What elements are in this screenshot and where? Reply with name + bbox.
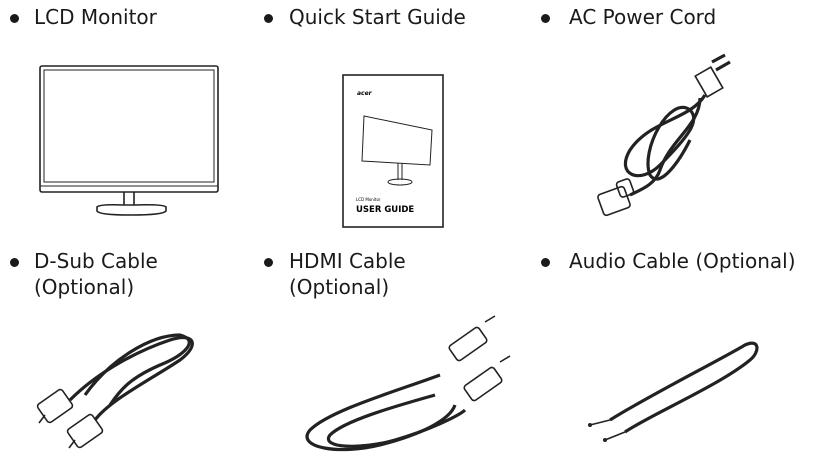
bullet-icon bbox=[10, 14, 19, 23]
guide-subtitle: LCD Monitor bbox=[356, 197, 381, 202]
item-label-dsub-cable: D-Sub Cable bbox=[34, 249, 158, 273]
bullet-icon bbox=[264, 14, 273, 23]
guide-title: USER GUIDE bbox=[356, 205, 414, 215]
bullet-icon bbox=[10, 258, 19, 267]
item-label-lcd-monitor: LCD Monitor bbox=[34, 5, 157, 29]
bullet-icon bbox=[541, 14, 550, 23]
guide-brand-logo: acer bbox=[357, 90, 373, 97]
bullet-icon bbox=[264, 258, 273, 267]
item-label-quick-start-guide: Quick Start Guide bbox=[289, 5, 466, 29]
item-label-hdmi-cable: HDMI Cable bbox=[289, 249, 406, 273]
item-label-ac-power-cord: AC Power Cord bbox=[569, 5, 717, 29]
item-label-audio-cable: Audio Cable (Optional) bbox=[569, 249, 796, 273]
item-label-hdmi-optional: (Optional) bbox=[289, 275, 390, 299]
bullet-icon bbox=[541, 258, 550, 267]
item-label-dsub-optional: (Optional) bbox=[34, 275, 135, 299]
